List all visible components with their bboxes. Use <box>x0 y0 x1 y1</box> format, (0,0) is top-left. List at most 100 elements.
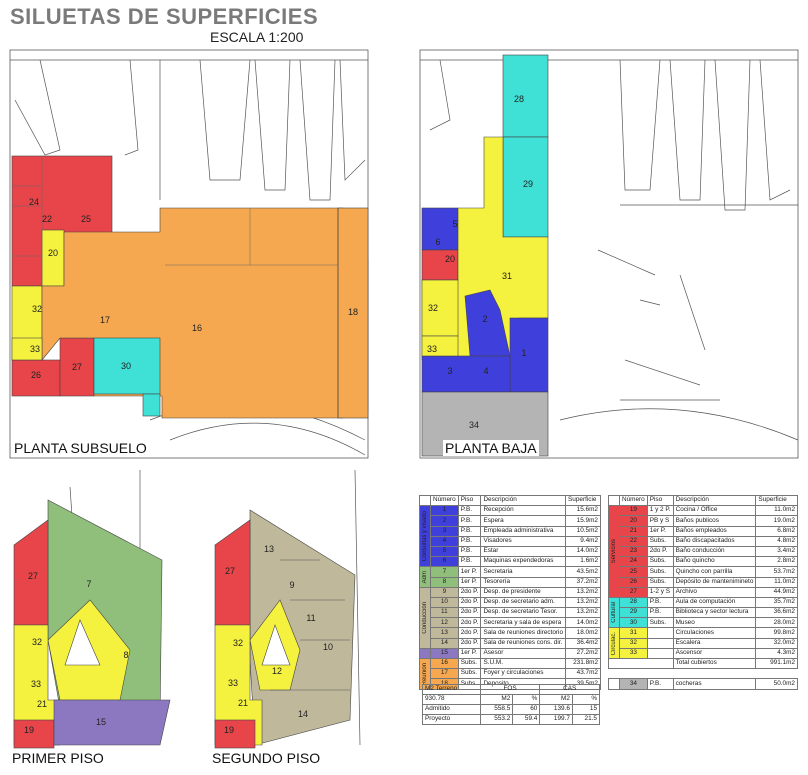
legend-number: 14 <box>430 637 459 649</box>
legend-header-cell: Piso <box>457 494 482 507</box>
room-number: 4 <box>483 366 488 376</box>
legend-floor: P.B. <box>646 678 674 690</box>
page-title: SILUETAS DE SUPERFICIES <box>10 4 319 29</box>
room-number: 28 <box>514 94 524 104</box>
legend-floor: Subs. <box>646 566 674 578</box>
subsuelo-inner-lines <box>12 156 338 286</box>
room-number: 31 <box>502 271 512 281</box>
room-number: 32 <box>233 638 243 648</box>
m2-cell: 60 <box>512 704 541 715</box>
legend-number: 33 <box>619 647 648 660</box>
legend-number: 6 <box>430 556 459 568</box>
room-number: 3 <box>447 366 452 376</box>
legend-description: S.U.M. <box>480 657 567 670</box>
m2-cell: 21.5 <box>571 714 601 725</box>
legend-description: Foyer y circulaciones <box>480 668 567 680</box>
legend-description: Biblioteca y sector lectura <box>672 607 757 619</box>
legend-floor: P.B. <box>457 505 482 517</box>
room-number: 1 <box>521 348 526 358</box>
room-number: 32 <box>428 303 438 313</box>
room-number: 22 <box>42 214 52 224</box>
legend-description: Archivo <box>672 586 757 598</box>
room-number: 27 <box>225 566 235 576</box>
legend-number: 13 <box>430 627 459 639</box>
legend-floor: 2do P. <box>457 596 482 609</box>
legend-floor: P.B. <box>457 525 482 537</box>
legend-spacer-row <box>609 669 798 679</box>
room-number: 25 <box>81 214 91 224</box>
legend-number: 31 <box>619 627 648 639</box>
legend-group-name: Reunion <box>422 662 428 685</box>
legend-description: Secretaria y sala de espera <box>480 617 567 629</box>
legend-number: 23 <box>619 545 648 558</box>
m2-cell: 558.5 <box>479 704 514 715</box>
legend-number: 2 <box>430 515 459 527</box>
legend-floor: 1-2 y S <box>646 586 674 598</box>
legend-number: 15 <box>430 647 459 660</box>
legend-number: 26 <box>619 576 648 588</box>
plan-label-segundo-piso: SEGUNDO PISO <box>210 750 323 766</box>
legend-number: 28 <box>619 596 648 609</box>
room-number: 20 <box>48 248 58 258</box>
legend-header-cell: Superficie <box>565 494 601 507</box>
m2-terreno-title: M2 Terreno <box>422 684 481 695</box>
legend-floor: P.B. <box>646 596 674 609</box>
legend-group-label: Consultas y visado <box>419 505 431 568</box>
legend-group-name: Cultural <box>611 602 617 623</box>
legend-number: 3 <box>430 525 459 537</box>
room-number: 10 <box>323 642 333 652</box>
plan-subsuelo <box>11 155 369 419</box>
room-number: 18 <box>348 307 358 317</box>
m2-terreno-value: 930.78 <box>422 694 481 705</box>
legend-surface: 231.8m2 <box>565 657 601 670</box>
room-number: 17 <box>100 315 110 325</box>
room-number: 20 <box>445 254 455 264</box>
legend-number: 21 <box>619 525 648 537</box>
legend-header-cell: Número <box>430 494 459 507</box>
legend-surface: 15.6m2 <box>565 505 601 517</box>
legend-group-name: Circulac. <box>611 631 617 655</box>
legend-number: 30 <box>619 617 648 629</box>
legend-description: Baño discapacitados <box>672 535 757 547</box>
legend-floor: 1er P. <box>457 576 482 588</box>
legend-number: 12 <box>430 617 459 629</box>
legend-surface: 99.8m2 <box>755 627 798 639</box>
scale-label: ESCALA 1:200 <box>210 29 304 45</box>
legend-group-name: Consultas y visado <box>422 511 428 562</box>
legend-floor <box>646 627 674 639</box>
legend-surface: 32.0m2 <box>755 637 798 649</box>
legend-description: Desp. de secretario Tesor. <box>480 607 567 619</box>
legend-surface: 13.2m2 <box>565 607 601 619</box>
legend-description: Circulaciones <box>672 627 757 639</box>
cas-header: CAS <box>539 684 600 695</box>
legend-number: 25 <box>619 566 648 578</box>
legend-floor: 1 y 2 P. <box>646 505 674 517</box>
legend-floor: P.B. <box>457 556 482 568</box>
legend-surface: 19.0m2 <box>755 515 798 527</box>
legend-floor: 2do P. <box>457 586 482 598</box>
legend-surface: 36.4m2 <box>565 637 601 649</box>
room-number: 32 <box>32 304 42 314</box>
legend-surface: 27.2m2 <box>565 647 601 660</box>
room-number: 8 <box>123 650 128 660</box>
plan-segundo-piso <box>214 509 356 749</box>
legend-group-label: Servicios <box>608 505 620 598</box>
legend-spacer <box>609 669 798 679</box>
room-number: 33 <box>427 344 437 354</box>
legend-surface: 1.6m2 <box>565 556 601 568</box>
legend-surface: 4.8m2 <box>755 535 798 547</box>
legend-floor: Subs. <box>457 668 482 680</box>
